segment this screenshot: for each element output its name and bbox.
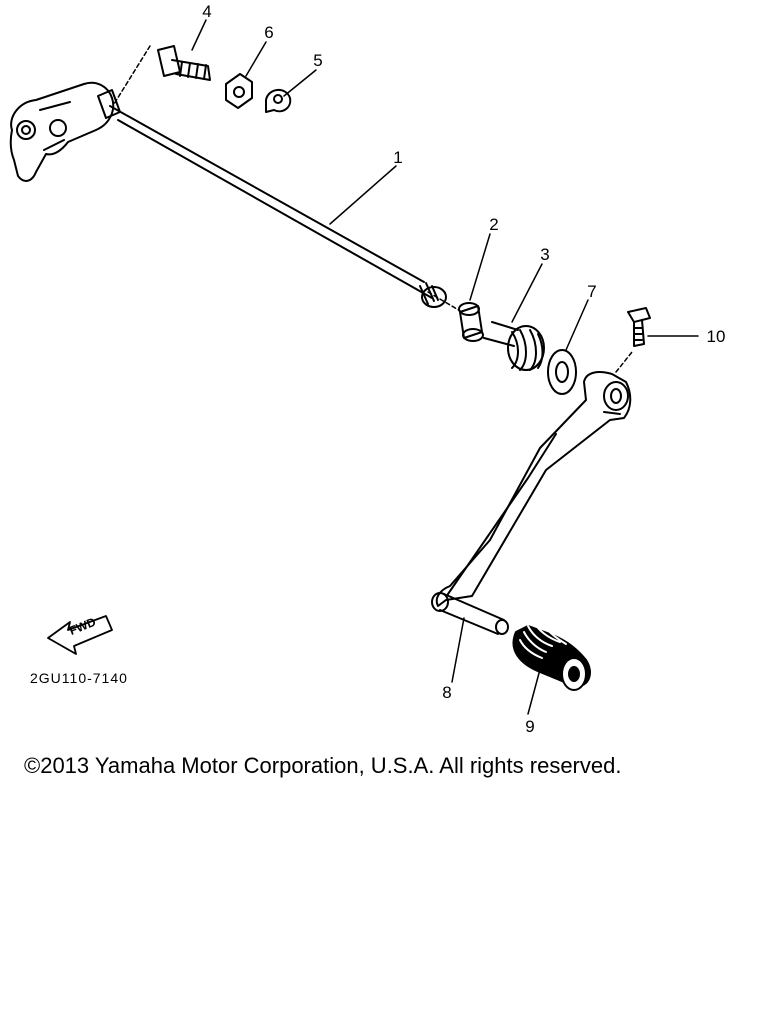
callout-1: 1 [393, 148, 402, 167]
torsion-spring [483, 321, 545, 371]
lock-washer [265, 89, 292, 113]
callout-9: 9 [525, 717, 534, 736]
callout-5: 5 [313, 51, 322, 70]
rubber-peg-cover [512, 621, 591, 691]
pinch-bolt [627, 307, 651, 347]
callout-10: 10 [707, 327, 726, 346]
washer [547, 349, 577, 395]
fwd-label: FWD [67, 615, 98, 638]
callout-7: 7 [587, 282, 596, 301]
shift-pedal-arm [435, 371, 632, 607]
nut [225, 73, 253, 109]
callout-2: 2 [489, 215, 498, 234]
callout-4: 4 [202, 2, 211, 21]
fwd-arrow-icon [47, 615, 113, 655]
shift-shaft [9, 81, 447, 308]
bolt [157, 45, 211, 81]
callout-6: 6 [264, 23, 273, 42]
copyright-notice: ©2013 Yamaha Motor Corporation, U.S.A. A… [24, 753, 622, 778]
collar [458, 302, 484, 342]
shift-peg [431, 592, 509, 635]
drawing-code: 2GU110-7140 [30, 670, 128, 686]
callout-3: 3 [540, 245, 549, 264]
callout-8: 8 [442, 683, 451, 702]
